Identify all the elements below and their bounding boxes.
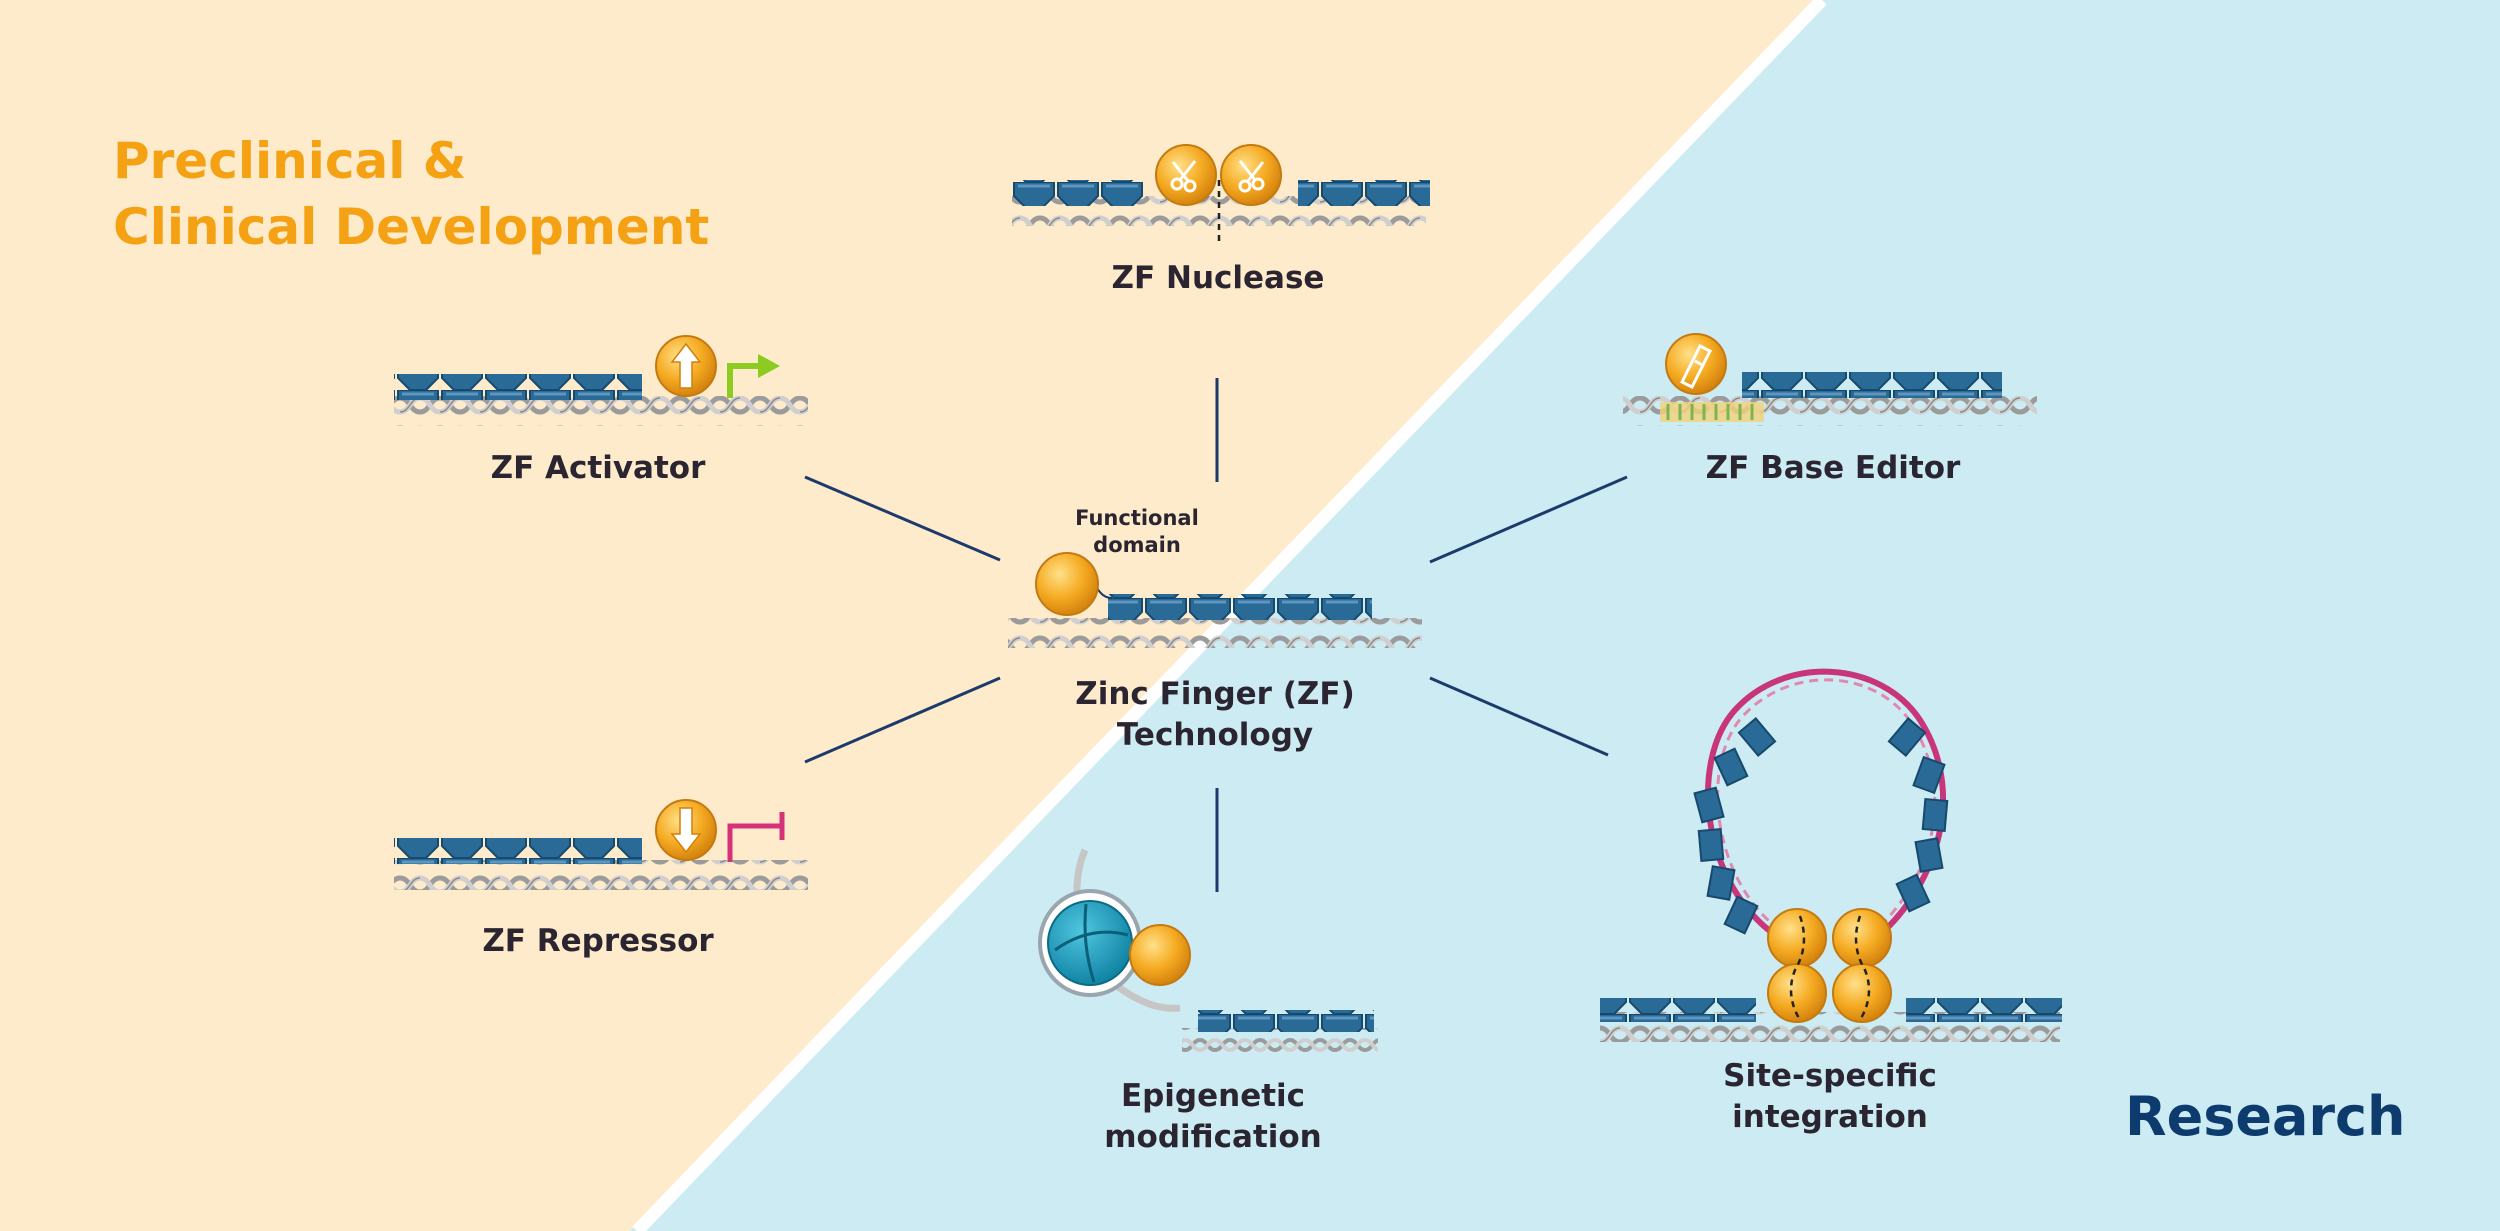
zinc-finger-array <box>1012 180 1144 206</box>
connector-repressor <box>804 676 1001 764</box>
epigenetic-modification-label: Epigenetic modification <box>1013 1076 1413 1158</box>
title-line: Preclinical & <box>113 132 467 190</box>
zf-repressor-illustration <box>394 799 808 890</box>
zinc-finger-array <box>1108 594 1372 620</box>
zinc-finger-array <box>1693 717 1949 935</box>
label-line: Epigenetic <box>1120 1078 1306 1114</box>
zinc-finger-array <box>1742 372 2002 398</box>
dna-helix <box>1008 618 1422 648</box>
zf-activator-illustration <box>394 335 808 426</box>
left-background <box>0 0 1815 1231</box>
zinc-finger-array <box>1906 998 2062 1022</box>
zf-activator-label: ZF Activator <box>490 450 706 486</box>
dna-helix <box>394 860 808 890</box>
edited-bases <box>1660 402 1764 422</box>
label-line: Site-specific <box>1723 1058 1937 1094</box>
recombinase-domain <box>1832 963 1892 1023</box>
dna-helix <box>394 396 808 426</box>
down-arrow-icon <box>670 807 702 854</box>
label-line: Zinc Finger (ZF) <box>1075 676 1355 712</box>
transcription-start-arrow-head <box>758 354 780 378</box>
functional-domain <box>1035 552 1099 616</box>
functional-domain-label: Functional domain <box>1037 505 1237 560</box>
zinc-finger-array <box>1198 1010 1374 1032</box>
zf-nuclease-label: ZF Nuclease <box>1111 260 1325 296</box>
connector-base-editor <box>1429 475 1628 564</box>
connector-lines <box>804 378 1628 892</box>
nuclease-domain <box>1155 144 1217 206</box>
repression-bar-icon <box>727 823 782 862</box>
recombinase-domain <box>1767 908 1827 968</box>
label-line: integration <box>1732 1098 1928 1135</box>
label-line: domain <box>1093 533 1181 558</box>
label-line: Technology <box>1116 716 1314 753</box>
epigenetic-modification-illustration <box>1038 848 1378 1052</box>
zf-repressor-label: ZF Repressor <box>482 923 714 959</box>
label-line: Functional <box>1075 506 1199 530</box>
connector-activator <box>804 475 1001 562</box>
zinc-finger-technology-illustration <box>1008 552 1422 648</box>
zinc-finger-array <box>1298 180 1430 206</box>
transcription-start-arrow-icon <box>727 363 758 398</box>
connector-integration <box>1429 676 1609 757</box>
up-arrow-icon <box>670 342 702 389</box>
scissors-icon <box>1238 160 1265 193</box>
pencil-icon <box>1679 343 1713 390</box>
base-editor-domain <box>1665 333 1727 395</box>
epigenetic-effector-domain <box>1129 924 1191 986</box>
recombinase-domain <box>1832 908 1892 968</box>
site-specific-integration-label: Site-specific integration <box>1630 1056 2030 1138</box>
label-line: modification <box>1104 1118 1322 1155</box>
site-specific-integration-illustration <box>1600 668 2062 1042</box>
zf-base-editor-label: ZF Base Editor <box>1705 450 1961 486</box>
zinc-finger-array <box>394 374 642 400</box>
scissors-icon <box>1170 160 1197 193</box>
preclinical-clinical-title: Preclinical & Clinical Development <box>113 128 709 260</box>
zinc-finger-array <box>1600 998 1756 1022</box>
zf-base-editor-illustration <box>1623 333 2037 426</box>
zf-nuclease-illustration <box>1012 144 1430 245</box>
research-title: Research <box>2125 1085 2406 1148</box>
title-line: Clinical Development <box>113 198 710 256</box>
zinc-finger-technology-label: Zinc Finger (ZF) Technology <box>1015 674 1415 756</box>
zinc-finger-array <box>394 838 642 864</box>
base-ticks <box>1666 404 1754 420</box>
